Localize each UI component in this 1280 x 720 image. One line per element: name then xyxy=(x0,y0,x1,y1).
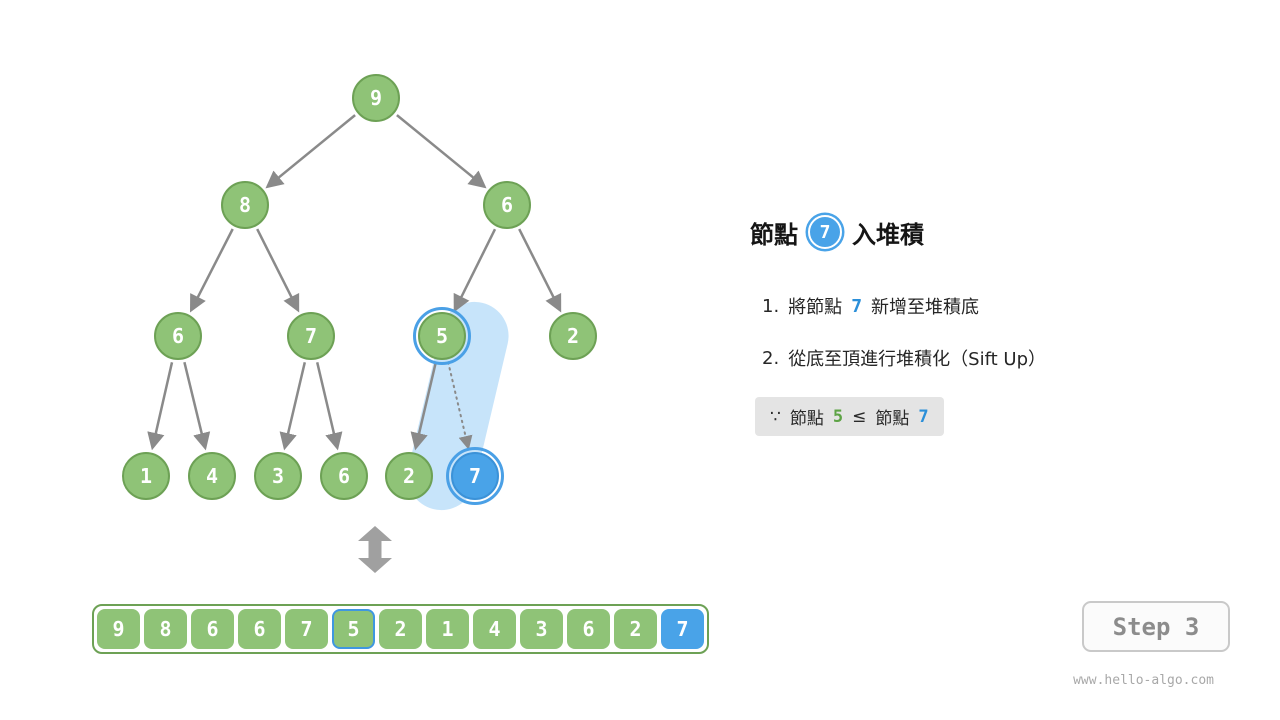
array-cell: 9 xyxy=(97,609,140,649)
panel-title-prefix: 節點 xyxy=(750,220,798,249)
array-cell: 6 xyxy=(238,609,281,649)
parent-child-arrow xyxy=(279,362,307,451)
step-badge: Step 3 xyxy=(1082,601,1230,652)
note-text: 節點 xyxy=(875,409,910,429)
tree-node: 6 xyxy=(154,312,202,360)
step-number: 1. xyxy=(762,295,780,317)
because-symbol: ∵ xyxy=(770,406,781,427)
parent-child-arrow xyxy=(315,362,343,451)
panel-title-suffix: 入堆積 xyxy=(852,220,924,249)
tree-array-double-arrow-icon xyxy=(358,526,392,573)
parent-child-arrow xyxy=(265,114,356,189)
array-cell: 2 xyxy=(614,609,657,649)
array-cell: 4 xyxy=(473,609,516,649)
tree-node: 2 xyxy=(549,312,597,360)
tree-node: 1 xyxy=(122,452,170,500)
tree-node-inserted: 7 xyxy=(446,447,504,505)
parent-child-arrow xyxy=(190,228,234,313)
array-cell: 2 xyxy=(379,609,422,649)
step-text: 將節點 xyxy=(788,297,843,318)
heap-array: 9 8 6 6 7 5 2 1 4 3 6 2 7 xyxy=(92,604,709,654)
array-cell-compare: 5 xyxy=(332,609,375,649)
step-text: 從底至頂進行堆積化（Sift Up） xyxy=(788,349,1047,370)
parent-child-arrow xyxy=(256,228,300,313)
tree-node: 9 xyxy=(352,74,400,122)
watermark: www.hello-algo.com xyxy=(1073,673,1214,688)
array-cell: 8 xyxy=(144,609,187,649)
parent-child-arrow xyxy=(183,361,211,451)
tree-node: 6 xyxy=(320,452,368,500)
tree-node: 2 xyxy=(385,452,433,500)
panel-title: 節點 7 入堆積 xyxy=(750,210,924,254)
leq-symbol: ≤ xyxy=(852,406,867,427)
tree-node-compare: 5 xyxy=(413,307,471,365)
instruction-step-1: 1. 將節點 7 新增至堆積底 xyxy=(762,293,979,319)
parent-child-arrow xyxy=(453,228,497,313)
comparison-note: ∵ 節點 5 ≤ 節點 7 xyxy=(755,397,944,436)
instruction-step-2: 2. 從底至頂進行堆積化（Sift Up） xyxy=(762,345,1046,371)
note-value-blue: 7 xyxy=(918,406,929,427)
tree-node: 6 xyxy=(483,181,531,229)
tree-node: 3 xyxy=(254,452,302,500)
parent-child-arrow xyxy=(396,114,487,189)
array-cell: 3 xyxy=(520,609,563,649)
array-cell: 6 xyxy=(567,609,610,649)
parent-child-arrow xyxy=(518,228,562,313)
step-highlight-value: 7 xyxy=(851,295,863,317)
note-text: 節點 xyxy=(789,409,824,429)
array-cell: 7 xyxy=(285,609,328,649)
step-text: 新增至堆積底 xyxy=(871,297,980,318)
array-cell: 1 xyxy=(426,609,469,649)
tree-node: 8 xyxy=(221,181,269,229)
note-value-green: 5 xyxy=(832,406,844,427)
tree-node: 4 xyxy=(188,452,236,500)
inserted-node-badge: 7 xyxy=(808,215,842,249)
array-cell: 6 xyxy=(191,609,234,649)
step-number: 2. xyxy=(762,347,780,369)
tree-node: 7 xyxy=(287,312,335,360)
array-cell-inserted: 7 xyxy=(661,609,704,649)
parent-child-arrow xyxy=(147,362,174,451)
